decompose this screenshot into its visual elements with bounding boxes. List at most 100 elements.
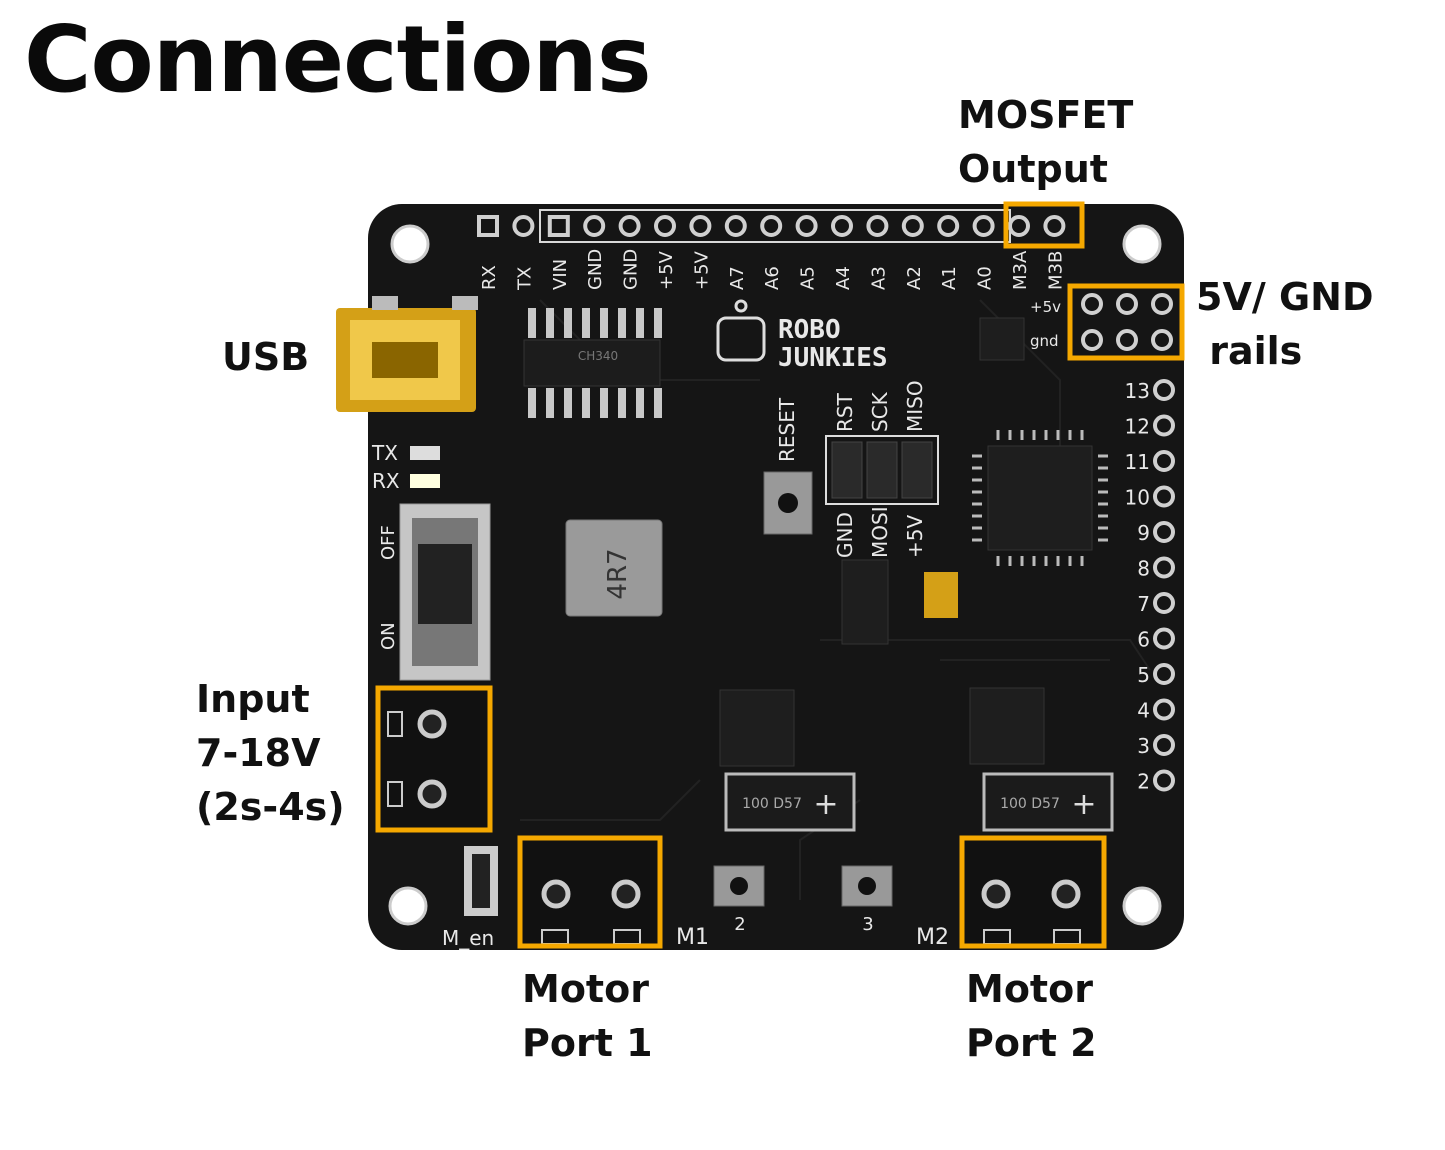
rail-pin xyxy=(1081,293,1103,315)
callout-mosfet-output: MOSFET Output xyxy=(958,88,1133,196)
icsp-pins xyxy=(831,441,933,499)
logo-line-1: ROBO xyxy=(778,315,841,345)
icsp-label-miso: MISO xyxy=(903,380,927,432)
rail-pin xyxy=(1116,293,1138,315)
input-terminal xyxy=(378,688,490,830)
inductor-body xyxy=(565,519,663,617)
digital-pin xyxy=(1153,556,1175,579)
header-pin-label: A6 xyxy=(762,266,783,290)
digital-pin-label: 3 xyxy=(1137,734,1150,758)
robot-head-icon xyxy=(716,316,766,362)
digital-pin-label: 6 xyxy=(1137,628,1150,652)
header-pin xyxy=(760,215,783,237)
mcu-pins xyxy=(972,430,1108,566)
header-pin xyxy=(689,215,712,237)
reset-label: RESET xyxy=(775,397,799,462)
chip-label: CH340 xyxy=(578,349,618,363)
icsp-label-mosi: MOSI xyxy=(868,506,892,558)
diode-polarity: + xyxy=(813,787,838,822)
header-pin-label: +5V xyxy=(691,250,712,290)
tantalum-capacitor xyxy=(924,572,958,618)
header-pin-label: A7 xyxy=(727,266,748,290)
highlight-mosfet-output xyxy=(1003,201,1085,249)
digital-pin xyxy=(1153,485,1175,508)
terminal-pad xyxy=(417,709,447,739)
usb-opening xyxy=(372,342,438,378)
highlight-boxes xyxy=(375,201,1185,949)
digital-pin-label: 9 xyxy=(1137,521,1150,545)
digital-pin-label: 11 xyxy=(1125,450,1150,474)
digital-pin xyxy=(1153,734,1175,756)
highlight-rails xyxy=(1067,283,1185,361)
terminal-body xyxy=(378,688,490,830)
rail-pin xyxy=(1116,329,1138,351)
mount-hole xyxy=(388,886,428,926)
usb-serial-chip: CH340 xyxy=(523,308,662,418)
callout-line: Input xyxy=(196,677,310,721)
reset-button-component: RESET xyxy=(763,397,813,535)
digital-pin xyxy=(1153,698,1175,721)
jumper-slot xyxy=(472,854,490,908)
terminal-pad xyxy=(417,779,447,809)
page-title: Connections xyxy=(24,6,652,113)
callout-line: MOSFET xyxy=(958,93,1134,137)
terminal-pad xyxy=(541,879,571,909)
header-pin-label: A4 xyxy=(833,266,854,290)
power-switch: OFF ON xyxy=(378,503,491,681)
mosfet-chip xyxy=(979,317,1025,361)
callout-line: 7-18V xyxy=(196,731,321,775)
digital-pin xyxy=(1153,592,1175,614)
motor-driver-chip-1 xyxy=(719,689,795,767)
motor-enable-jumper: M_en xyxy=(442,846,498,950)
user-button-2: 2 xyxy=(713,865,765,935)
motor-driver-chip-2 xyxy=(969,687,1045,765)
digital-pin-label: 10 xyxy=(1125,486,1150,510)
mount-hole xyxy=(1122,224,1162,264)
callout-motor-port-2: Motor Port 2 xyxy=(966,962,1097,1070)
diode-polarity: + xyxy=(1071,787,1096,822)
jumper-label: M_en xyxy=(442,926,494,950)
icsp-label-rst: RST xyxy=(833,392,857,432)
header-pin xyxy=(477,215,499,237)
digital-pin-label: 2 xyxy=(1137,770,1150,794)
switch-slider xyxy=(418,544,472,624)
icsp-header: RST SCK MISO GND MOSI +5V xyxy=(825,380,939,558)
callout-line: rails xyxy=(1196,329,1303,373)
digital-pin xyxy=(1153,450,1175,472)
motor-port-2: M2 xyxy=(916,838,1102,950)
callout-motor-port-1: Motor Port 1 xyxy=(522,962,653,1070)
usb-tab xyxy=(452,296,478,310)
header-pin-label: A3 xyxy=(868,266,889,290)
led-tx xyxy=(410,446,440,460)
usb-connector xyxy=(336,296,478,412)
button-label: 3 xyxy=(862,914,873,935)
power-rails: +5v gnd xyxy=(1030,293,1173,351)
header-pin-label: A1 xyxy=(939,266,960,290)
header-pin xyxy=(1008,215,1030,237)
callout-line: Port 2 xyxy=(966,1021,1097,1065)
rail-pin xyxy=(1151,293,1173,315)
callout-rails: 5V/ GND rails xyxy=(1196,270,1374,378)
status-leds: TX RX xyxy=(371,441,440,493)
motor-label-m2: M2 xyxy=(916,925,949,950)
inductor: 4R7 xyxy=(565,519,663,617)
header-pin-label: A2 xyxy=(904,266,925,290)
switch-label-off: OFF xyxy=(378,525,399,560)
callout-input: Input 7-18V (2s-4s) xyxy=(196,672,345,834)
robot-antenna-icon xyxy=(734,299,748,313)
header-pin-label: GND xyxy=(585,249,606,290)
highlight-input xyxy=(375,685,493,833)
rail-pin xyxy=(1081,329,1103,351)
digital-pin xyxy=(1153,769,1175,792)
header-pin xyxy=(724,215,747,237)
button-label: 2 xyxy=(734,914,745,935)
digital-pin-label: 4 xyxy=(1137,699,1150,723)
terminal-pad xyxy=(1051,879,1081,909)
callout-line: 5V/ GND xyxy=(1196,275,1374,319)
terminal-marker xyxy=(387,711,403,737)
usb-tab xyxy=(372,296,398,310)
header-pin xyxy=(831,215,853,237)
header-pin-label: RX xyxy=(479,265,500,290)
digital-pin-label: 12 xyxy=(1125,415,1150,439)
inductor-label: 4R7 xyxy=(603,548,633,599)
